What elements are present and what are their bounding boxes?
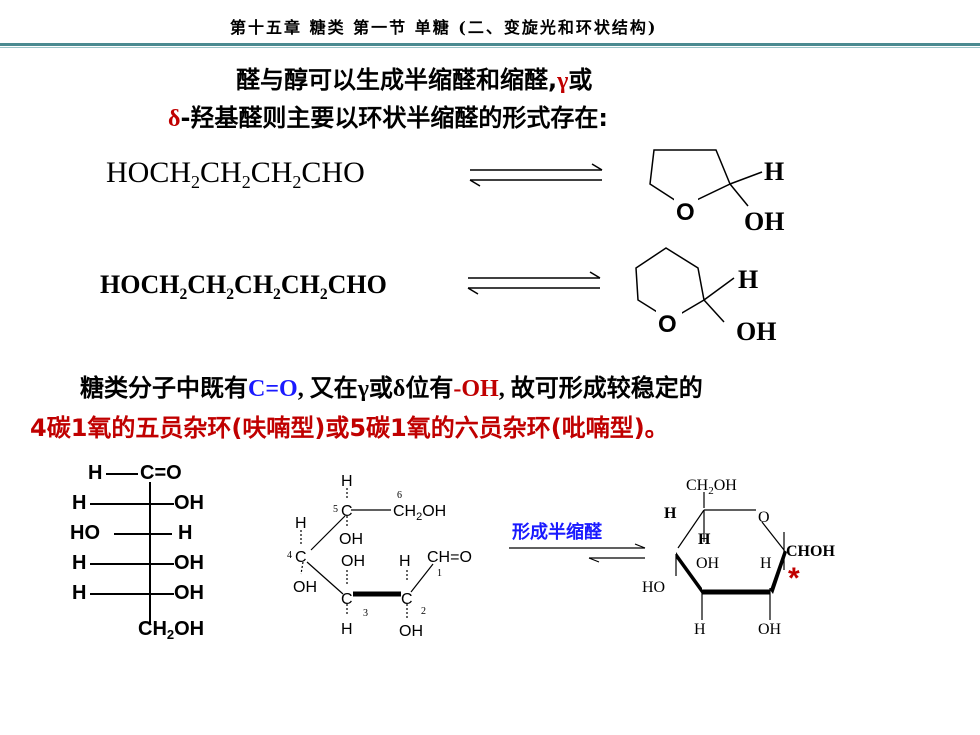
svg-text:C: C [341, 591, 353, 608]
slide-header: 第十五章 糖类 第一节 单糖 (二、变旋光和环状结构) [0, 0, 980, 48]
fischer-projection: H C=O H OH HO H H OH H OH CH2OH [70, 462, 205, 642]
svg-text:HO: HO [642, 579, 665, 596]
ring-oxygen-1: O [676, 199, 695, 226]
svg-text:CH=O: CH=O [427, 549, 472, 566]
svg-text:H: H [760, 555, 772, 572]
pyranose-ring: O H OH [635, 247, 776, 346]
sentence-line-2: 4碳1氧的五员杂环(呋喃型)或5碳1氧的六员杂环(吡喃型)。 [30, 414, 669, 442]
svg-text:1: 1 [437, 568, 442, 579]
hydroxyl-text: -OH [453, 376, 499, 402]
delta-symbol: δ [168, 106, 181, 132]
svg-text:C: C [295, 549, 307, 566]
intro-text-2: -羟基醛则主要以环状半缩醛的形式存在: [180, 104, 609, 132]
svg-text:H: H [295, 515, 307, 532]
svg-text:H: H [664, 505, 677, 522]
intro-text: 醛与醇可以生成半缩醛和缩醛, [236, 66, 558, 94]
svg-text:H: H [698, 531, 711, 548]
svg-text:C: C [341, 503, 353, 520]
svg-text:C: C [401, 591, 413, 608]
anomeric-star: * [788, 562, 800, 595]
svg-text:5: 5 [333, 504, 338, 515]
svg-text:2: 2 [421, 606, 426, 617]
intro-text-end: 或 [568, 66, 593, 94]
fischer-bottom: CH2OH [138, 618, 205, 642]
reaction2-reactant: HOCH2CH2CH2CH2CHO [100, 270, 387, 303]
reaction1-reactant: HOCH2CH2CH2CHO [106, 156, 365, 192]
svg-text:6: 6 [397, 490, 402, 501]
intro-line-1: 醛与醇可以生成半缩醛和缩醛,γ或 [236, 60, 592, 95]
gamma-symbol: γ [557, 68, 569, 94]
sub-oh-2: OH [736, 317, 776, 346]
sub-h-1: H [764, 157, 784, 186]
svg-text:OH: OH [758, 621, 782, 638]
svg-text:CHOH: CHOH [786, 543, 835, 560]
haworth-structure: CH2OH H O H OH H CHOH HO H OH * [642, 477, 835, 638]
svg-text:H: H [694, 621, 706, 638]
sub-h-2: H [738, 265, 758, 294]
svg-text:OH: OH [339, 531, 363, 548]
sub-oh-1: OH [744, 207, 784, 236]
svg-text:H: H [399, 553, 411, 570]
svg-text:OH: OH [399, 623, 423, 640]
hemiacetal-arrow [509, 543, 646, 563]
haworth-ch2oh: CH2OH [686, 477, 737, 497]
arrow-label: 形成半缩醛 [512, 522, 602, 543]
equilibrium-arrow-2 [467, 271, 601, 295]
svg-text:O: O [758, 509, 770, 526]
svg-text:H: H [341, 621, 353, 638]
svg-text:H: H [341, 473, 353, 490]
ring-oxygen-2: O [658, 311, 677, 338]
header-divider-thin [0, 47, 980, 48]
furanose-ring: O H OH [649, 149, 784, 236]
fischer-top-h: H [88, 462, 103, 484]
carbonyl-text: C=O [248, 376, 298, 402]
equilibrium-arrow-1 [469, 163, 603, 187]
svg-text:OH: OH [293, 579, 317, 596]
curled-chain-structure: H 6 5 C CH2OH H OH 4 C OH H CH=O 1 OH C … [287, 473, 472, 640]
svg-text:4: 4 [287, 550, 292, 561]
svg-text:OH: OH [696, 555, 720, 572]
fischer-aldehyde: C=O [140, 462, 182, 484]
svg-text:3: 3 [363, 608, 368, 619]
svg-text:OH: OH [341, 553, 365, 570]
sentence-line-1: 糖类分子中既有C=O, 又在γ或δ位有-OH, 故可形成较稳定的 [80, 374, 703, 402]
header-divider [0, 43, 980, 46]
chain-ch2oh: CH2OH [393, 503, 446, 523]
header-title: 第十五章 糖类 第一节 单糖 (二、变旋光和环状结构) [230, 18, 658, 37]
intro-line-2: δ-羟基醛则主要以环状半缩醛的形式存在: [168, 98, 608, 133]
